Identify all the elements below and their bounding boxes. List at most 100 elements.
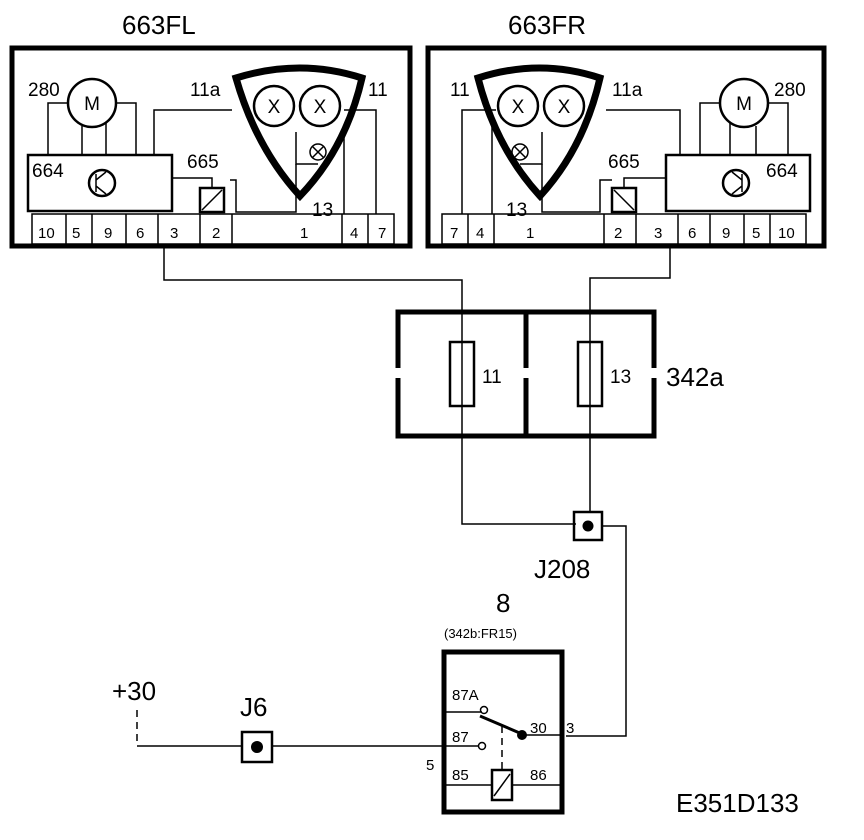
left-wire-common (295, 132, 318, 165)
right-pin: 4 (476, 225, 484, 242)
left-pin: 9 (104, 225, 112, 242)
left-position-lamp-icon (309, 143, 327, 161)
fuse-box-ref: 342a (666, 362, 724, 392)
relay-87a-contact (479, 705, 489, 715)
right-bulb-13: 13 (506, 200, 527, 221)
junction-j6-dot (251, 741, 263, 753)
relay-terminal-30: 30 (530, 720, 547, 737)
right-position-lamp-cross (513, 145, 527, 159)
right-pin: 7 (450, 225, 458, 242)
left-motor-wire-a (47, 102, 68, 155)
relay-location: (342b:FR15) (444, 626, 517, 641)
right-wire-11a (606, 109, 681, 155)
left-headlamp-title: 663FL (122, 10, 196, 40)
right-pin: 5 (752, 225, 760, 242)
junction-j208-label: J208 (534, 554, 590, 584)
right-pin: 6 (688, 225, 696, 242)
left-transistor-symbol (95, 171, 107, 195)
fuse-11-label: 11 (482, 367, 502, 388)
fuse-box-gap (648, 368, 660, 378)
junction-j6 (240, 730, 274, 764)
left-pin: 7 (378, 225, 386, 242)
left-low-beam-symbol: X (268, 97, 281, 118)
right-motor-symbol: M (736, 94, 752, 115)
left-headlamp-frame (9, 45, 413, 249)
left-wire-11 (344, 109, 377, 214)
right-low-beam-symbol: X (558, 97, 571, 118)
fuse-box-gap (392, 368, 404, 378)
wire-j208-to-relay (566, 525, 627, 737)
relay-terminal-85: 85 (452, 767, 469, 784)
relay-switch-arm (479, 714, 523, 736)
right-pin: 9 (722, 225, 730, 242)
junction-j208-dot (582, 520, 594, 532)
right-pin: 3 (654, 225, 662, 242)
right-high-beam-icon (496, 84, 540, 128)
right-wire-11 (461, 109, 496, 214)
right-lamp-shroud (473, 64, 605, 202)
left-low-beam-icon (252, 84, 296, 128)
wire-right-to-fuse-13 (589, 244, 671, 342)
left-lamp-shroud (231, 64, 367, 202)
right-actuator-slash (613, 189, 635, 211)
relay-87-contact (477, 741, 487, 751)
left-bulb-13: 13 (312, 200, 333, 221)
left-pin: 5 (72, 225, 80, 242)
left-motor-wire-d (116, 102, 137, 155)
fuse-13-label: 13 (610, 367, 631, 388)
right-bulb-11a: 11a (612, 80, 643, 101)
right-wire-13 (541, 164, 612, 213)
left-pin: 10 (38, 225, 55, 242)
right-headlamp-unit: X X 11 11a 13 M 280 664 665 (425, 45, 827, 249)
left-motor-ref: 280 (28, 80, 60, 101)
right-low-beam-icon (542, 84, 586, 128)
left-high-beam-icon (298, 84, 342, 128)
right-actuator-ref: 665 (608, 152, 640, 173)
right-high-beam-symbol: X (512, 97, 525, 118)
relay-terminal-87: 87 (452, 729, 469, 746)
right-position-lamp-icon (511, 143, 529, 161)
right-headlamp-frame (425, 45, 827, 249)
left-wire-11a (153, 109, 232, 155)
right-headlamp-title: 663FR (508, 10, 586, 40)
relay-pin-in: 5 (426, 757, 434, 774)
relay-pin-out: 3 (566, 720, 574, 737)
relay-terminal-86: 86 (530, 767, 547, 784)
relay-position-number: 8 (496, 588, 510, 618)
left-bulb-11a: 11a (190, 80, 221, 101)
relay: 87A 87 30 85 86 5 3 (426, 649, 574, 815)
left-headlamp-unit: M 280 664 665 X X 11a 11 13 (9, 45, 413, 249)
relay-terminal-87a: 87A (452, 687, 479, 704)
left-actuator-ref: 665 (187, 152, 219, 173)
junction-j6-label: J6 (240, 692, 267, 722)
left-connector (31, 213, 395, 245)
supply-label: +30 (112, 676, 156, 706)
fuse-box: 11 13 342a (392, 309, 724, 439)
left-position-lamp-cross (311, 145, 325, 159)
right-motor-wire-a (699, 102, 720, 155)
left-wire-13 (230, 164, 297, 213)
right-transistor-icon (721, 168, 751, 198)
right-control-unit-ref: 664 (766, 161, 798, 182)
relay-frame (441, 649, 565, 815)
left-pin: 3 (170, 225, 178, 242)
left-control-unit-ref: 664 (32, 161, 64, 182)
left-pin: 1 (300, 225, 308, 242)
right-pin: 10 (778, 225, 795, 242)
right-pin: 1 (526, 225, 534, 242)
left-pin: 2 (212, 225, 220, 242)
right-bulb-11: 11 (450, 80, 470, 101)
wire-left-to-fuse-11 (163, 244, 463, 342)
right-control-unit (664, 153, 812, 213)
wire-fuse-11-to-j208 (461, 406, 576, 525)
left-bulb-11: 11 (368, 80, 388, 101)
left-control-unit (26, 153, 174, 213)
left-pin: 4 (350, 225, 358, 242)
right-connector (441, 213, 807, 245)
left-transistor-icon (87, 168, 117, 198)
fuse-box-gap (520, 368, 532, 378)
left-pin: 6 (136, 225, 144, 242)
left-actuator-wire-top (172, 177, 213, 188)
left-motor-symbol: M (84, 94, 100, 115)
right-actuator-wire-top (623, 177, 666, 188)
